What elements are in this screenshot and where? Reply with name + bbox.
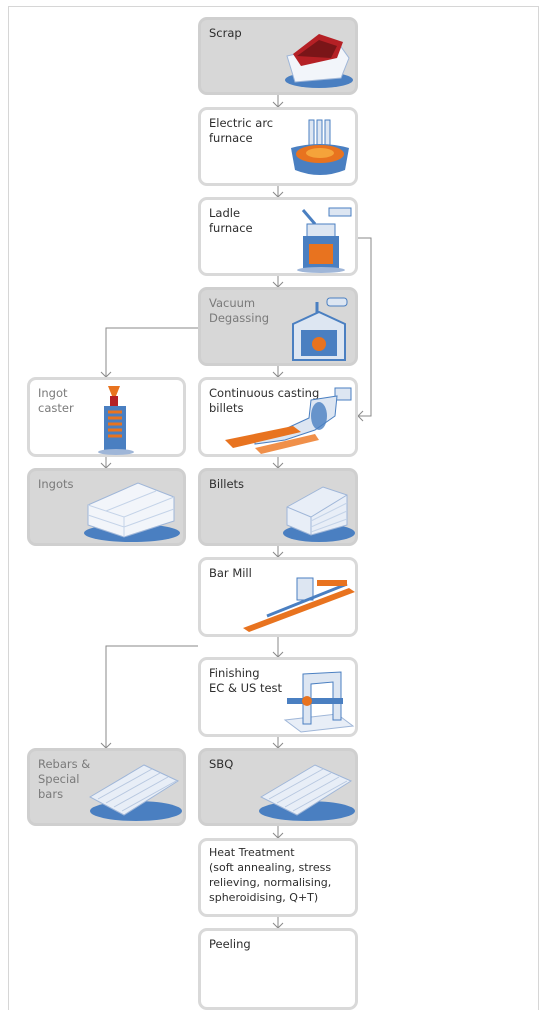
- bar-bundle-icon: [259, 764, 355, 821]
- diagram-frame: [8, 6, 539, 1010]
- step-bar-mill: Bar Mill: [198, 557, 358, 637]
- ingot-stack-icon: [84, 482, 180, 542]
- step-continuous-casting: Continuous casting billets: [198, 377, 358, 457]
- step-sbq: SBQ: [198, 748, 358, 826]
- ingot-caster-icon: [98, 386, 134, 455]
- step-peeling: Peeling: [198, 928, 358, 1010]
- rebar-bundle-icon: [88, 764, 182, 821]
- step-ingots: Ingots: [27, 468, 186, 546]
- step-billets: Billets: [198, 468, 358, 546]
- step-ladle-furnace: Ladle furnace: [198, 197, 358, 276]
- step-ingot-caster: Ingot caster: [27, 377, 186, 457]
- step-ingots-label: Ingots: [38, 477, 74, 491]
- step-finishing-label: Finishing EC & US test: [209, 666, 283, 695]
- electric-arc-furnace-icon: [291, 119, 349, 175]
- scrap-bin-icon: [285, 34, 353, 88]
- test-gate-icon: [283, 671, 355, 733]
- vacuum-degassing-icon: [292, 297, 348, 361]
- step-vacuum-label: Vacuum Degassing: [209, 296, 270, 325]
- step-heat-treatment: Heat Treatment (soft annealing, stress r…: [198, 838, 358, 917]
- step-vacuum-degassing: Vacuum Degassing: [198, 287, 358, 366]
- step-scrap-label: Scrap: [209, 26, 242, 40]
- step-electric-arc-furnace: Electric arc furnace: [198, 107, 358, 186]
- step-peeling-label: Peeling: [209, 937, 251, 951]
- step-scrap: Scrap: [198, 17, 358, 95]
- step-bar-mill-label: Bar Mill: [209, 566, 252, 580]
- step-rebars-label: Rebars & Special bars: [38, 757, 91, 801]
- step-eaf-label: Electric arc furnace: [209, 116, 274, 145]
- step-billets-label: Billets: [209, 477, 245, 491]
- continuous-caster-icon: [225, 387, 352, 454]
- step-sbq-label: SBQ: [209, 757, 234, 771]
- step-ladle-label: Ladle furnace: [209, 206, 253, 235]
- step-rebars: Rebars & Special bars: [27, 748, 186, 826]
- bar-mill-icon: [243, 577, 355, 632]
- step-finishing: Finishing EC & US test: [198, 657, 358, 737]
- billet-stack-icon: [283, 486, 355, 542]
- step-casting-label: Continuous casting billets: [209, 386, 320, 415]
- step-heat-label: Heat Treatment (soft annealing, stress r…: [209, 846, 332, 904]
- step-ingot-caster-label: Ingot caster: [38, 386, 74, 415]
- ladle-furnace-icon: [297, 207, 352, 273]
